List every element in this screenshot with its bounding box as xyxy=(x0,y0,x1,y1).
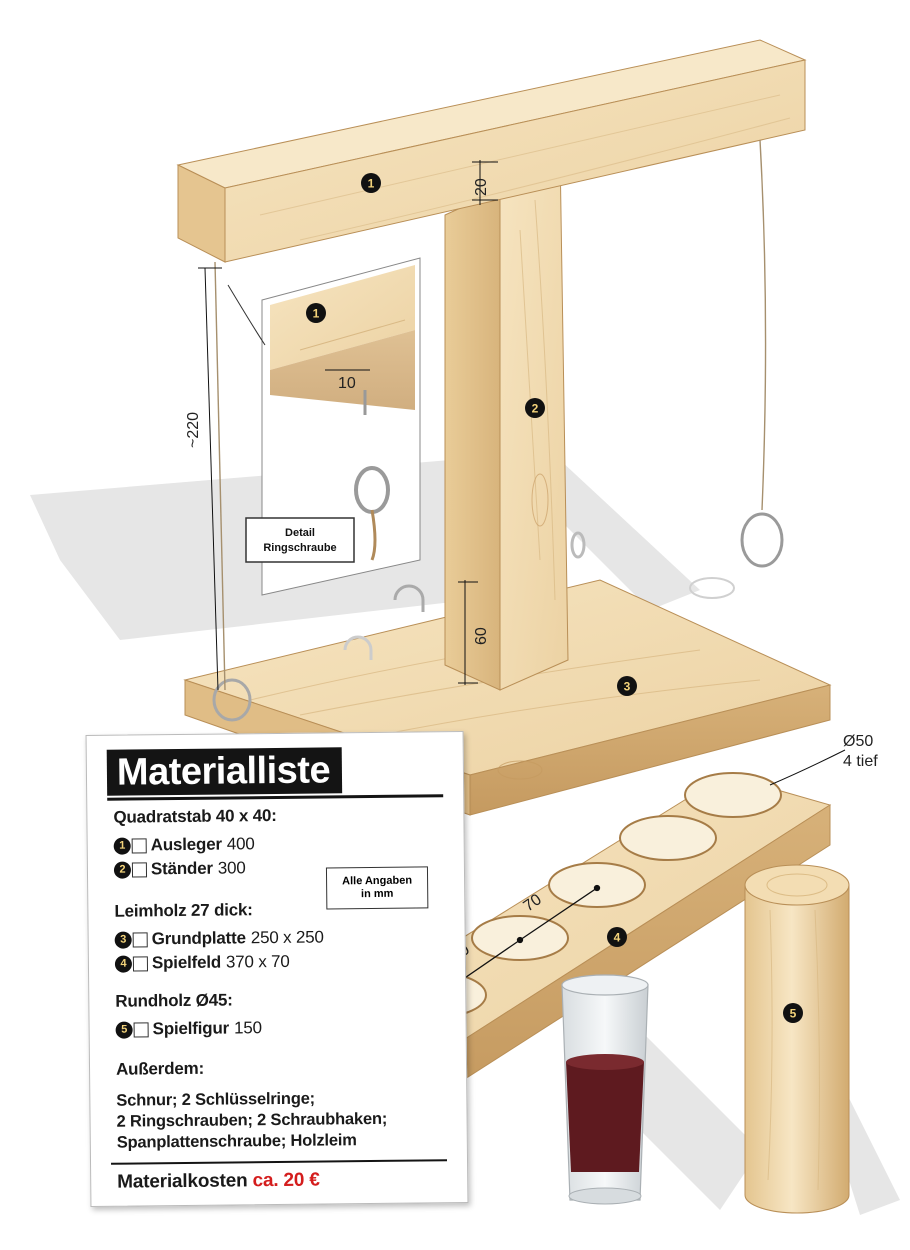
item-name: Grundplatte xyxy=(151,928,246,949)
cost-value: ca. 20 € xyxy=(252,1169,320,1192)
checkbox[interactable] xyxy=(133,1021,149,1038)
checkbox[interactable] xyxy=(132,955,149,972)
checkbox[interactable] xyxy=(131,861,148,878)
dim-depth: 4 tief xyxy=(843,753,878,770)
item-spielfigur: 5 Spielfigur 150 xyxy=(115,1018,262,1040)
item-size: 250 x 250 xyxy=(250,927,324,948)
detail-label-box: Detail Ringschraube xyxy=(245,517,355,563)
dim-10: 10 xyxy=(338,375,356,392)
item-grundplatte: 3 Grundplatte 250 x 250 xyxy=(114,927,324,950)
shot-glass xyxy=(561,974,649,1205)
cost-label: Materialkosten xyxy=(117,1170,248,1193)
item-name: Ständer xyxy=(150,858,213,879)
cost-rule xyxy=(111,1159,448,1165)
item-number-badge: 2 xyxy=(113,861,132,879)
checkbox[interactable] xyxy=(132,931,148,948)
checkbox[interactable] xyxy=(131,837,147,854)
extras-line: Spanplattenschraube; Holzleim xyxy=(116,1131,357,1152)
item-number-badge: 4 xyxy=(114,955,133,973)
key-rings xyxy=(689,512,784,599)
group-heading-square-bar: Quadratstab 40 x 40: xyxy=(113,805,277,827)
item-number-badge: 5 xyxy=(115,1021,133,1039)
svg-text:1: 1 xyxy=(313,307,320,321)
material-list-card: Materialliste Quadratstab 40 x 40: 1 Aus… xyxy=(85,731,469,1207)
units-note-line2: in mm xyxy=(360,887,394,901)
detail-label-line2: Ringschraube xyxy=(263,542,336,554)
dim-diameter-50: Ø50 xyxy=(843,733,873,750)
item-number-badge: 3 xyxy=(114,931,132,949)
item-size: 150 xyxy=(233,1018,262,1038)
detail-label-line1: Detail xyxy=(285,527,315,539)
game-piece xyxy=(744,864,850,1214)
detail-inset xyxy=(227,257,421,596)
item-number-badge: 1 xyxy=(113,837,131,855)
item-size: 370 x 70 xyxy=(225,951,290,972)
item-size: 300 xyxy=(217,858,246,878)
crossbeam xyxy=(176,39,807,263)
svg-text:3: 3 xyxy=(624,680,631,694)
item-name: Spielfigur xyxy=(152,1018,230,1039)
item-name: Spielfeld xyxy=(151,952,222,973)
upright-post xyxy=(444,149,569,691)
callout-5: 5 xyxy=(783,1003,803,1023)
material-cost: Materialkosten ca. 20 € xyxy=(117,1170,320,1194)
item-ausleger: 1 Ausleger 400 xyxy=(113,834,255,855)
dim-60: 60 xyxy=(473,627,490,645)
callout-2: 2 xyxy=(525,398,545,418)
item-spielfeld: 4 Spielfeld 370 x 70 xyxy=(114,951,290,974)
callout-1: 1 xyxy=(361,173,381,193)
group-heading-glued-panel: Leimholz 27 dick: xyxy=(114,900,253,921)
extras-heading: Außerdem: xyxy=(115,1058,205,1079)
dimension-lines xyxy=(198,160,846,786)
item-size: 400 xyxy=(226,834,255,854)
svg-text:5: 5 xyxy=(790,1007,797,1021)
svg-text:1: 1 xyxy=(368,177,375,191)
svg-text:4: 4 xyxy=(614,931,621,945)
material-list-title: Materialliste xyxy=(106,747,343,796)
group-heading-round-bar: Rundholz Ø45: xyxy=(115,990,233,1011)
item-name: Ausleger xyxy=(150,834,222,855)
dim-20: 20 xyxy=(473,178,490,196)
dim-220: ~220 xyxy=(185,412,202,448)
units-note-line1: Alle Angaben xyxy=(342,874,413,888)
callout-1-detail: 1 xyxy=(306,303,326,323)
svg-text:2: 2 xyxy=(532,402,539,416)
item-staender: 2 Ständer 300 xyxy=(113,858,246,879)
callout-3: 3 xyxy=(617,676,637,696)
units-note: Alle Angaben in mm xyxy=(325,866,429,910)
strings xyxy=(214,139,767,691)
extras-list: Schnur; 2 Schlüsselringe; 2 Ringschraube… xyxy=(116,1087,447,1153)
screw-hooks xyxy=(212,531,586,722)
callout-4: 4 xyxy=(607,927,627,947)
